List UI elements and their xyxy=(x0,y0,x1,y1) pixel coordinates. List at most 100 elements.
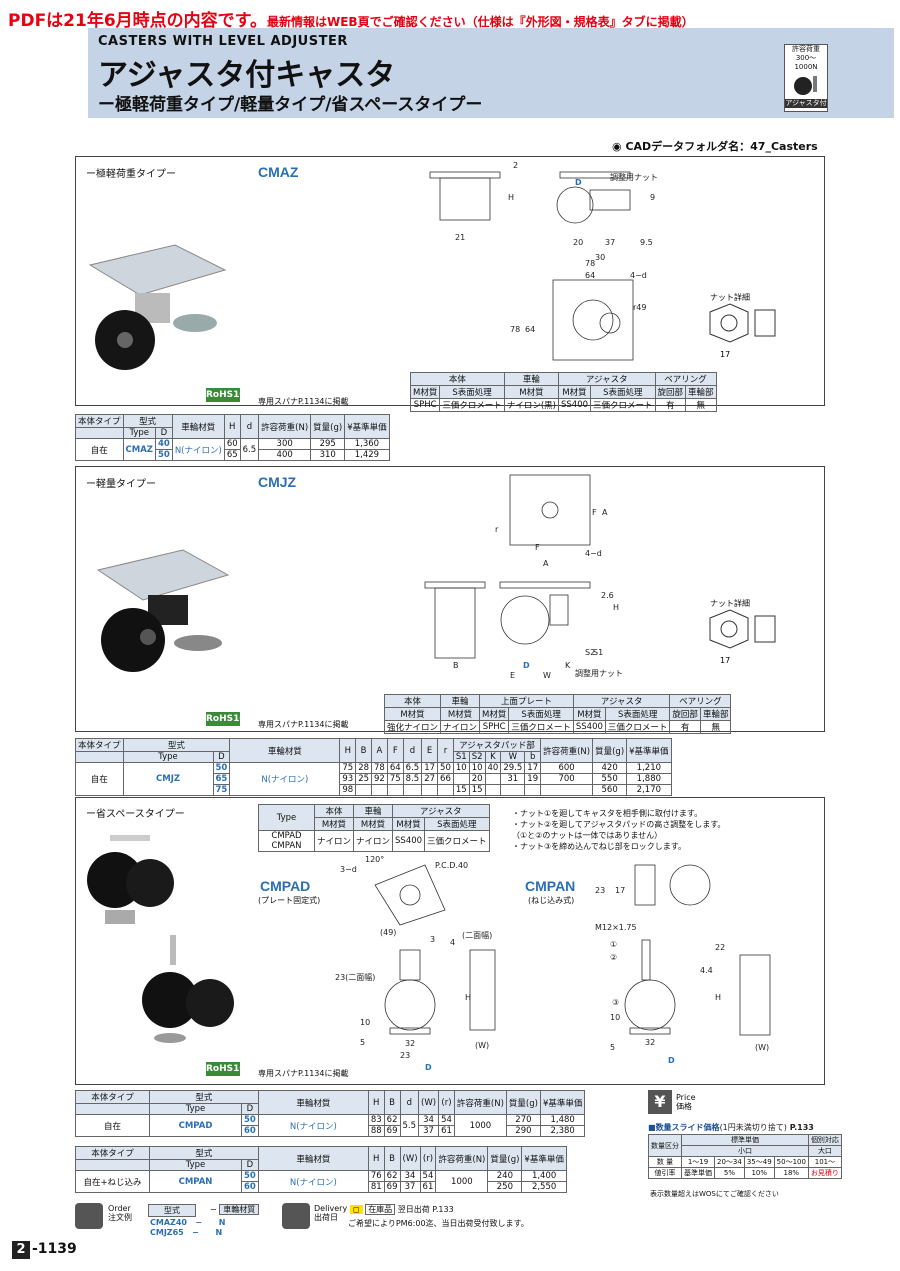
svg-text:32: 32 xyxy=(405,1039,415,1048)
svg-text:(W): (W) xyxy=(475,1041,489,1050)
cmjz-photo xyxy=(96,549,230,672)
svg-text:20: 20 xyxy=(573,238,583,247)
svg-text:78: 78 xyxy=(585,259,595,268)
model-name: CMJZ xyxy=(258,474,297,490)
rohs-badge: RoHS10 xyxy=(206,712,246,726)
svg-text:D: D xyxy=(523,661,530,670)
order-examples: CMAZ40 − N CMJZ65 − N xyxy=(150,1218,226,1237)
svg-text:37: 37 xyxy=(605,238,615,247)
delivery-info: ◻ 在庫品 翌日出荷 P.133 xyxy=(350,1204,454,1215)
nut-detail-drawing: 17 xyxy=(709,609,776,665)
svg-text:9.5: 9.5 xyxy=(640,238,653,247)
order-header-model: 型式 xyxy=(148,1204,196,1217)
nut-detail-label: ナット詳細 xyxy=(710,293,750,302)
svg-text:M12×1.75: M12×1.75 xyxy=(595,923,637,932)
svg-text:r: r xyxy=(495,525,499,534)
svg-text:64: 64 xyxy=(585,271,595,280)
svg-text:120°: 120° xyxy=(365,855,384,864)
svg-text:①: ① xyxy=(610,940,617,949)
section-title: ー省スペースタイプー xyxy=(86,809,185,820)
model-name: CMPAN xyxy=(525,878,576,894)
svg-text:23: 23 xyxy=(595,886,605,895)
page-number: -1139 xyxy=(32,1241,77,1257)
nut-detail-label: ナット詳細 xyxy=(710,599,750,608)
model-name: CMAZ xyxy=(258,164,299,180)
svg-text:F: F xyxy=(592,508,597,517)
rohs-badge: RoHS10 xyxy=(206,1062,246,1076)
header-band xyxy=(88,28,894,118)
svg-text:2.6: 2.6 xyxy=(601,591,614,600)
svg-text:5: 5 xyxy=(610,1043,615,1052)
cmpad-drawing: 3−d 120° P.C.D.40 (49) 3 4 (二面幅) 23(二面幅) H 10… xyxy=(335,855,496,1070)
svg-text:H: H xyxy=(508,193,514,202)
cmpad-cmpan-photo xyxy=(87,835,234,1043)
svg-text:(49): (49) xyxy=(380,928,396,937)
caster-icon xyxy=(794,76,817,95)
model-name: CMPAD xyxy=(260,878,311,894)
cmaz-photo xyxy=(88,244,227,370)
header-en: CASTERS WITH LEVEL ADJUSTER xyxy=(98,34,348,49)
section-title: ー極軽荷重タイプー xyxy=(86,169,176,180)
spanner-note: 専用スパナP.1134に掲載 xyxy=(258,1069,349,1078)
pdf-notice: PDFは21年6月時点の内容です。最新情報はWEB頁でご確認ください（仕様は『外… xyxy=(8,11,694,31)
svg-text:4: 4 xyxy=(450,938,455,947)
svg-text:9: 9 xyxy=(650,193,655,202)
svg-text:3: 3 xyxy=(430,935,435,944)
svg-text:r49: r49 xyxy=(633,303,646,312)
qty-slide-title: ■数量スライド価格(1円未満切り捨て) P.133 xyxy=(648,1123,814,1132)
svg-text:21: 21 xyxy=(455,233,465,242)
section-title: ー軽量タイプー xyxy=(86,479,156,490)
svg-text:32: 32 xyxy=(645,1038,655,1047)
svg-text:D: D xyxy=(425,1063,432,1070)
svg-text:S1: S1 xyxy=(593,648,603,657)
svg-text:H: H xyxy=(465,993,471,1002)
truck-icon xyxy=(282,1203,310,1229)
spanner-note: 専用スパナP.1134に掲載 xyxy=(258,720,349,729)
svg-text:H: H xyxy=(613,603,619,612)
svg-text:D: D xyxy=(668,1056,675,1065)
svg-text:H: H xyxy=(715,993,721,1002)
yen-icon: ¥ xyxy=(648,1090,672,1114)
spanner-note: 専用スパナP.1134に掲載 xyxy=(258,397,349,406)
svg-text:②: ② xyxy=(610,953,617,962)
delivery-note: ご希望によりPM6:00迄、当日出荷受付致します。 xyxy=(348,1219,529,1228)
svg-text:A: A xyxy=(543,559,549,568)
assembly-notes: ・ナット①を廻してキャスタを相手側に取付けます。・ナット②を廻してアジャスタパッ… xyxy=(512,809,726,851)
svg-text:S2: S2 xyxy=(585,648,595,657)
nut-detail-drawing: 17 xyxy=(709,303,776,359)
svg-text:17: 17 xyxy=(720,656,730,665)
svg-text:30: 30 xyxy=(595,253,605,262)
page-title: アジャスタ付キャスタ xyxy=(98,58,396,93)
svg-text:10: 10 xyxy=(610,1013,620,1022)
rohs-badge: RoHS10 xyxy=(206,388,246,402)
svg-text:17: 17 xyxy=(720,350,730,359)
svg-text:4−d: 4−d xyxy=(630,271,647,280)
svg-text:(二面幅): (二面幅) xyxy=(462,930,492,940)
svg-text:4.4: 4.4 xyxy=(700,966,713,975)
svg-text:4−d: 4−d xyxy=(585,549,602,558)
svg-text:P.C.D.40: P.C.D.40 xyxy=(435,861,468,870)
svg-text:64: 64 xyxy=(525,325,535,334)
svg-text:23(二面幅): 23(二面幅) xyxy=(335,972,375,982)
svg-text:23: 23 xyxy=(400,1051,410,1060)
svg-text:調整用ナット: 調整用ナット xyxy=(575,668,623,678)
page-chapter: 2 xyxy=(12,1241,30,1259)
svg-text:③: ③ xyxy=(612,998,619,1007)
svg-text:3−d: 3−d xyxy=(340,865,357,874)
svg-text:B: B xyxy=(453,661,459,670)
svg-text:A: A xyxy=(602,508,608,517)
svg-text:10: 10 xyxy=(360,1018,370,1027)
svg-text:W: W xyxy=(543,671,551,680)
svg-text:D: D xyxy=(575,178,582,187)
svg-text:K: K xyxy=(565,661,571,670)
